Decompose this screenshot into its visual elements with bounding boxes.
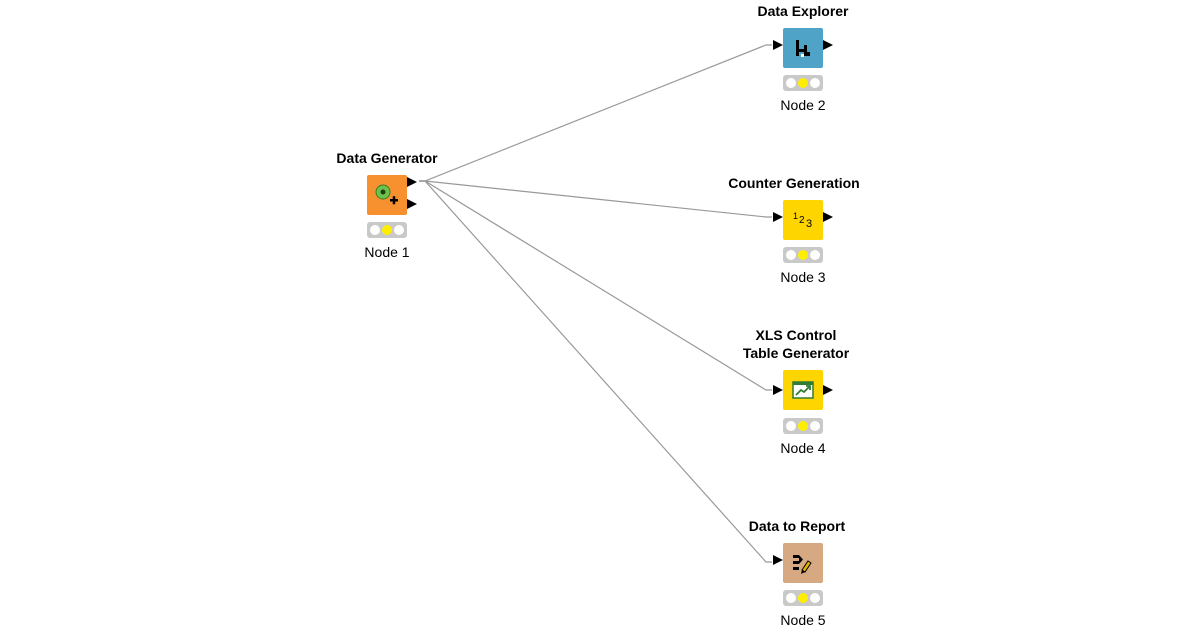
status-traffic-light [783, 418, 823, 434]
data-generator-icon [375, 184, 398, 205]
status-traffic-light [783, 75, 823, 91]
connection-1-5[interactable] [419, 180, 772, 563]
output-port[interactable] [823, 385, 833, 395]
data-to-report-icon [793, 555, 812, 574]
data-explorer-icon [796, 40, 810, 57]
node-label: Node 1 [364, 244, 410, 260]
input-port[interactable] [773, 212, 783, 222]
node-data-explorer[interactable]: Data Explorer Node 2 [733, 0, 873, 120]
node-counter-generation[interactable]: Counter Generation 1 2 3 Node 3 [724, 172, 864, 292]
svg-text:2: 2 [799, 215, 805, 226]
connection-1-3[interactable] [419, 180, 772, 218]
node-icon-box[interactable]: 1 2 3 [783, 200, 823, 240]
node-data-generator[interactable]: Data Generator Node 1 [317, 147, 457, 267]
counter-generation-icon: 1 2 3 [793, 211, 812, 230]
node-label: Node 5 [780, 612, 826, 628]
status-traffic-light [783, 247, 823, 263]
node-title: Data Generator [336, 150, 438, 166]
node-title: Counter Generation [728, 175, 860, 191]
output-port-1[interactable] [407, 177, 417, 187]
output-port[interactable] [823, 212, 833, 222]
output-port-2[interactable] [407, 199, 417, 209]
node-xls-control-table-generator[interactable]: XLS Control Table Generator Node 4 [726, 326, 866, 466]
input-port[interactable] [773, 40, 783, 50]
node-icon-box[interactable] [783, 543, 823, 583]
node-icon-box[interactable] [783, 28, 823, 68]
status-traffic-light [783, 590, 823, 606]
status-traffic-light [367, 222, 407, 238]
node-title: Data to Report [748, 518, 846, 534]
node-label: Node 3 [780, 269, 826, 285]
svg-text:1: 1 [793, 211, 798, 221]
node-icon-box[interactable] [367, 175, 407, 215]
input-port[interactable] [773, 385, 783, 395]
node-title: Data Explorer [757, 3, 849, 19]
node-label: Node 4 [780, 440, 826, 456]
node-title: XLS Control Table Generator [742, 327, 850, 361]
connection-1-2[interactable] [419, 44, 772, 182]
xls-control-icon [792, 381, 814, 399]
node-label: Node 2 [780, 97, 826, 113]
node-data-to-report[interactable]: Data to Report Node 5 [727, 515, 867, 630]
output-port[interactable] [823, 40, 833, 50]
input-port[interactable] [773, 555, 783, 565]
svg-text:3: 3 [806, 218, 812, 230]
node-icon-box[interactable] [783, 370, 823, 410]
